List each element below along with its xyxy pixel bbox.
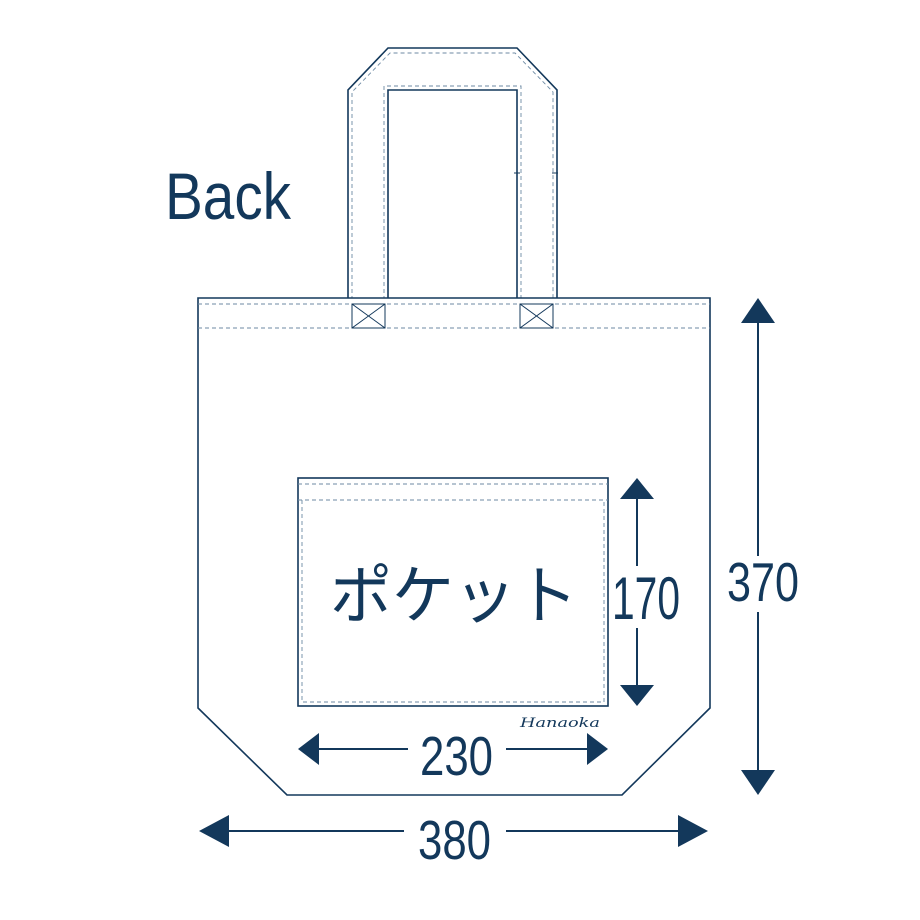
pocket-height-value: 170 <box>612 565 680 632</box>
pocket-outline <box>297 477 609 707</box>
handle-attachment-right <box>519 303 554 329</box>
handle-outer-edge <box>347 47 558 300</box>
bag-width-value: 380 <box>418 809 491 871</box>
arrow-left-icon <box>199 815 229 847</box>
pocket-width-value: 230 <box>420 725 493 787</box>
arrow-right-icon <box>678 815 708 847</box>
arrow-up-icon <box>741 298 775 323</box>
handle-inner-edge <box>387 89 518 300</box>
dimension-bag-height: 370 <box>727 298 799 795</box>
dimension-pocket-width: 230 <box>298 725 608 787</box>
bag-body <box>197 297 711 796</box>
arrow-down-icon <box>741 770 775 795</box>
dimension-bag-width: 380 <box>199 809 708 871</box>
handle <box>347 47 558 300</box>
arrow-up-icon <box>620 478 654 499</box>
pocket-label: ポケット <box>330 560 578 632</box>
view-label: Back <box>165 159 292 233</box>
handle-inner-stitch <box>383 85 522 300</box>
brand-mark: Hanaoka <box>519 716 600 731</box>
pocket: ポケット <box>297 477 609 707</box>
handle-outer-stitch <box>351 52 554 300</box>
handle-attachment-left <box>351 303 386 329</box>
arrow-down-icon <box>620 685 654 706</box>
bag-outline <box>197 297 711 796</box>
arrow-left-icon <box>298 733 319 765</box>
bag-height-value: 370 <box>727 551 799 613</box>
pocket-side-stitch <box>301 500 605 703</box>
arrow-right-icon <box>587 733 608 765</box>
dimension-pocket-height: 170 <box>612 478 680 706</box>
